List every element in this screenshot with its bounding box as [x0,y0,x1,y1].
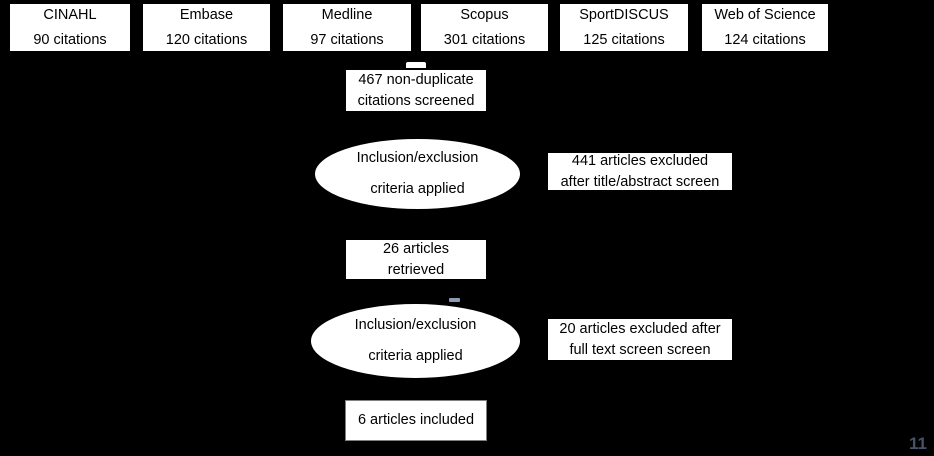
node-line-2: full text screen screen [569,341,711,358]
source-citation-count: 90 citations [33,31,107,48]
node-line-1: Inclusion/exclusion [356,150,479,167]
source-box-cinahl: CINAHL 90 citations [8,2,132,53]
node-line-2: after title/abstract screen [560,173,720,190]
source-box-scopus: Scopus 301 citations [419,2,550,53]
source-citation-count: 97 citations [310,31,384,48]
node-line-1: 6 articles included [357,412,475,429]
source-citation-count: 120 citations [165,31,248,48]
node-citations-screened: 467 non-duplicate citations screened [344,68,488,113]
source-citation-count: 125 citations [583,31,665,48]
source-box-web-of-science: Web of Science 124 citations [700,2,830,53]
node-criteria-applied-first: Inclusion/exclusion criteria applied [315,139,520,209]
source-name: Embase [179,6,234,23]
source-name: SportDISCUS [579,6,669,23]
source-box-medline: Medline 97 citations [281,2,413,53]
node-articles-retrieved: 26 articles retrieved [344,238,488,281]
connector-tick-icon [449,298,460,302]
source-citation-count: 301 citations [443,31,526,48]
node-excluded-full-text: 20 articles excluded after full text scr… [546,317,734,362]
source-citation-count: 124 citations [724,31,806,48]
node-excluded-title-abstract: 441 articles excluded after title/abstra… [546,151,734,192]
node-line-1: Inclusion/exclusion [354,317,477,334]
node-line-2: criteria applied [370,181,465,197]
node-line-2: criteria applied [368,348,463,364]
node-line-1: 467 non-duplicate [358,71,474,88]
node-criteria-applied-second: Inclusion/exclusion criteria applied [311,304,520,378]
node-line-2: retrieved [387,261,445,278]
source-name: CINAHL [43,6,97,23]
source-box-embase: Embase 120 citations [141,2,272,53]
node-line-1: 20 articles excluded after [559,320,721,337]
node-line-1: 441 articles excluded [571,152,709,169]
page-number: 11 [909,434,927,453]
source-name: Medline [321,6,373,23]
connector-notch-icon [406,62,426,69]
source-box-sportdiscus: SportDISCUS 125 citations [558,2,690,53]
node-articles-included: 6 articles included [345,400,487,441]
node-line-2: citations screened [357,92,475,109]
source-name: Scopus [460,6,509,23]
source-name: Web of Science [714,6,816,23]
node-line-1: 26 articles [382,240,450,257]
